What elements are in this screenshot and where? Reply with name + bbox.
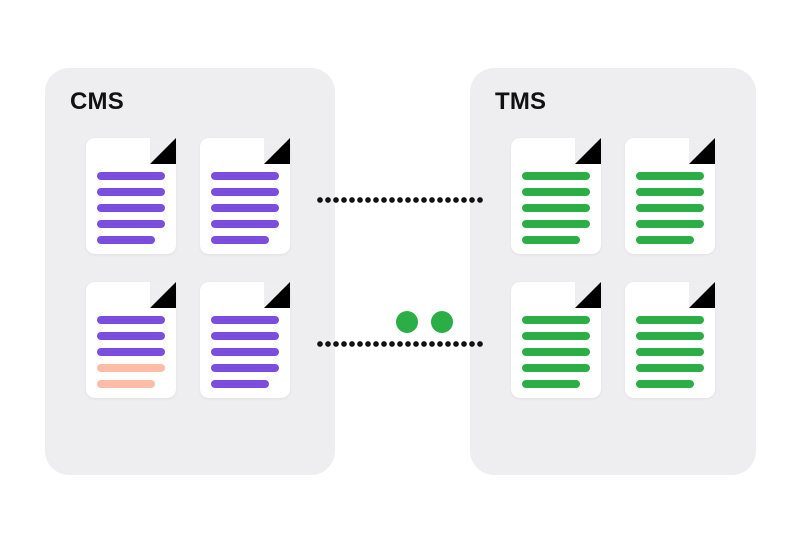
- document-text-line: [211, 316, 279, 324]
- folded-corner-icon: [689, 282, 715, 308]
- document-text-line: [211, 348, 279, 356]
- panel-tms: TMS: [470, 68, 756, 475]
- cms-document-4-lines: [211, 316, 279, 388]
- document-text-line: [211, 188, 279, 196]
- tms-document-2-lines: [636, 172, 704, 244]
- document-text-line: [522, 172, 590, 180]
- cms-document-3[interactable]: [86, 282, 176, 398]
- document-text-line: [211, 204, 279, 212]
- document-text-line: [97, 172, 165, 180]
- folded-corner-icon: [150, 138, 176, 164]
- tms-document-4-lines: [636, 316, 704, 388]
- document-text-line: [522, 332, 590, 340]
- document-text-line: [97, 316, 165, 324]
- document-text-line: [636, 332, 704, 340]
- document-text-line: [636, 172, 704, 180]
- document-text-line: [636, 204, 704, 212]
- tms-document-4[interactable]: [625, 282, 715, 398]
- document-text-line: [636, 364, 704, 372]
- document-text-line: [522, 364, 590, 372]
- folded-corner-icon: [575, 138, 601, 164]
- document-text-line: [97, 332, 165, 340]
- document-text-line: [97, 348, 165, 356]
- document-text-line: [636, 380, 695, 388]
- document-text-line: [636, 316, 704, 324]
- folded-corner-icon: [150, 282, 176, 308]
- document-text-line: [522, 220, 590, 228]
- document-text-line: [522, 348, 590, 356]
- tms-document-2[interactable]: [625, 138, 715, 254]
- document-text-line: [97, 220, 165, 228]
- panel-tms-title: TMS: [495, 88, 547, 115]
- document-text-line: [636, 188, 704, 196]
- cms-document-3-lines: [97, 316, 165, 388]
- document-text-line: [97, 188, 165, 196]
- cms-document-1-lines: [97, 172, 165, 244]
- document-text-line: [211, 332, 279, 340]
- document-text-line: [522, 380, 581, 388]
- folded-corner-icon: [689, 138, 715, 164]
- document-text-line: [97, 236, 156, 244]
- document-text-line: [211, 220, 279, 228]
- document-text-line: [636, 348, 704, 356]
- document-text-line: [522, 204, 590, 212]
- document-text-line: [211, 380, 270, 388]
- cms-document-2-lines: [211, 172, 279, 244]
- document-text-line: [636, 220, 704, 228]
- status-dot-1: [396, 311, 418, 333]
- document-text-line: [97, 380, 156, 388]
- tms-document-3-lines: [522, 316, 590, 388]
- folded-corner-icon: [264, 282, 290, 308]
- cms-document-2[interactable]: [200, 138, 290, 254]
- document-text-line: [211, 172, 279, 180]
- document-text-line: [211, 364, 279, 372]
- cms-document-1[interactable]: [86, 138, 176, 254]
- status-dot-2: [431, 311, 453, 333]
- folded-corner-icon: [264, 138, 290, 164]
- connector-bottom: [316, 341, 484, 347]
- panel-cms-title: CMS: [70, 88, 124, 115]
- tms-document-1[interactable]: [511, 138, 601, 254]
- folded-corner-icon: [575, 282, 601, 308]
- document-text-line: [522, 236, 581, 244]
- tms-document-1-lines: [522, 172, 590, 244]
- panel-cms: CMS: [45, 68, 335, 475]
- document-text-line: [211, 236, 270, 244]
- document-text-line: [97, 204, 165, 212]
- tms-document-3[interactable]: [511, 282, 601, 398]
- document-text-line: [97, 364, 165, 372]
- document-text-line: [522, 316, 590, 324]
- document-text-line: [522, 188, 590, 196]
- document-text-line: [636, 236, 695, 244]
- cms-document-4[interactable]: [200, 282, 290, 398]
- connector-top: [316, 197, 484, 203]
